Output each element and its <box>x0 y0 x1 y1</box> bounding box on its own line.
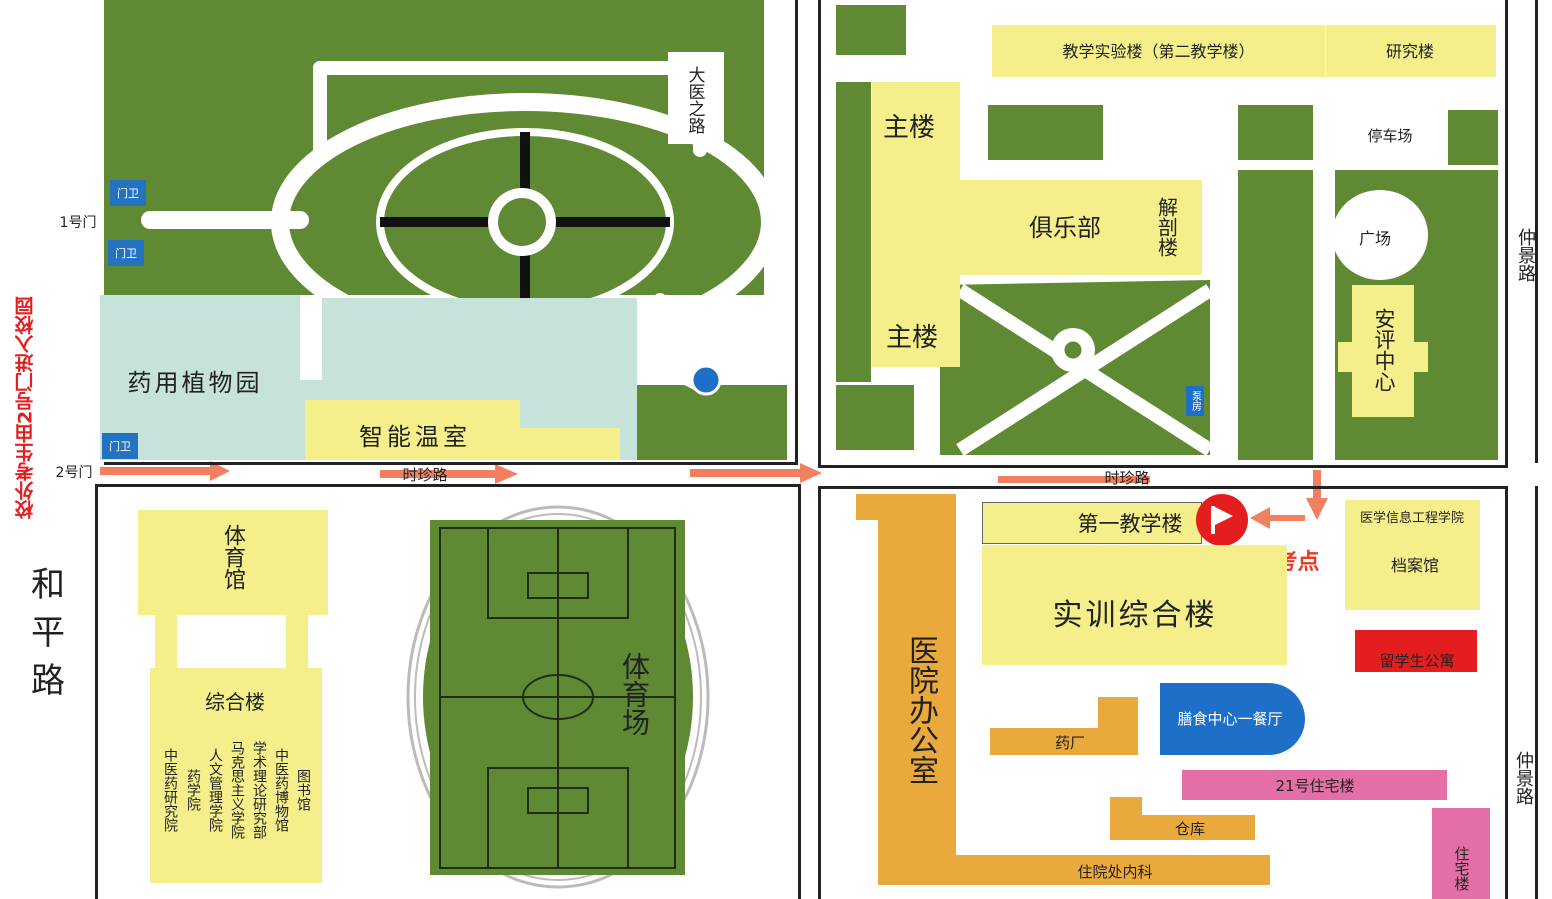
stadium-label: 体育场 <box>618 652 651 736</box>
archives-label: 档案馆 <box>1390 556 1439 575</box>
dayi-road-sign <box>668 52 724 144</box>
road-edge-right <box>1535 0 1538 463</box>
warehouse-wing <box>1110 797 1142 840</box>
inpatient-label: 住院处内科 <box>1077 862 1153 881</box>
dept-4: 马克思主义学院 <box>229 741 245 839</box>
complex-building <box>150 668 322 883</box>
med-info-building <box>1345 500 1480 610</box>
first-teaching-label: 第一教学楼 <box>1077 512 1183 536</box>
shizhen-road-label-1: 时珍路 <box>402 465 448 484</box>
gym-label: 体育馆 <box>220 524 245 590</box>
zhongjing-road-label-1: 仲景路 <box>1515 228 1536 282</box>
pharmacy-factory-wing <box>1098 697 1138 755</box>
guard-box-2: 门卫 <box>108 240 144 266</box>
training-complex-label: 实训综合楼 <box>1052 598 1218 633</box>
gym-building <box>138 510 328 615</box>
gym-link-right <box>286 615 308 675</box>
dept-3: 人文管理学院 <box>207 748 223 832</box>
sw-block-frame <box>95 484 801 899</box>
parking-label: 停车场 <box>1367 126 1413 145</box>
shizhen-road-label-2: 时珍路 <box>1104 468 1150 487</box>
residence-label: 住宅楼 <box>1452 845 1471 891</box>
zhongjing-road-label-2: 仲景路 <box>1513 751 1534 805</box>
entry-notice: 校外考生由2号门进入校园 <box>14 296 37 519</box>
main-building <box>872 82 960 367</box>
intl-dorm-label: 留学生公寓 <box>1379 651 1455 670</box>
exam-point-marker-icon[interactable] <box>1196 494 1248 546</box>
smart-greenhouse-ext <box>520 428 620 460</box>
gate-1-label: 1号门 <box>59 215 97 231</box>
residence-21-building <box>1182 770 1447 800</box>
residence-21-label: 21号住宅楼 <box>1275 776 1355 795</box>
training-complex-building <box>982 545 1287 665</box>
medicinal-garden-label: 药用植物园 <box>127 368 263 397</box>
club-label: 俱乐部 <box>1029 213 1101 242</box>
inpatient-building <box>955 855 1270 885</box>
pump-house: 泵房 <box>1186 386 1204 416</box>
dept-7: 图书馆 <box>295 769 311 811</box>
main-building-top-label: 主楼 <box>882 112 935 143</box>
hospital-office-top <box>856 494 956 520</box>
se-block-frame <box>818 486 1508 899</box>
safety-center-label: 安评中心 <box>1372 308 1396 392</box>
road-edge-right-south <box>1535 486 1538 899</box>
club-building <box>950 180 1202 275</box>
gate-2-label: 2号门 <box>55 465 93 481</box>
dept-5: 学术理论研究部 <box>251 741 267 839</box>
anatomy-label: 解剖楼 <box>1154 197 1179 257</box>
intl-dorm-building <box>1355 630 1477 672</box>
garden-annex-area <box>322 298 637 380</box>
main-building-bottom-label: 主楼 <box>885 322 938 353</box>
dept-1: 中医药研究院 <box>162 748 178 832</box>
gym-link-left <box>155 615 177 675</box>
guard-box-3: 门卫 <box>102 433 138 459</box>
canteen-label: 膳食中心一餐厅 <box>1177 709 1283 728</box>
canteen-building <box>1160 683 1305 755</box>
dayi-road-label: 大医之路 <box>684 66 705 134</box>
warehouse-label: 仓库 <box>1174 819 1205 838</box>
hospital-office-label: 医院办公室 <box>903 635 938 785</box>
heping-road-label: 和平路 <box>24 565 65 710</box>
smart-greenhouse-label: 智能温室 <box>359 422 471 451</box>
square-label: 广场 <box>1358 229 1391 248</box>
guard-box-1: 门卫 <box>110 180 146 206</box>
nw-block-frame <box>104 0 798 465</box>
ne-block-frame <box>818 0 1508 468</box>
research-label: 研究楼 <box>1385 42 1434 61</box>
residence-building <box>1432 808 1490 899</box>
hospital-office-building <box>878 510 956 885</box>
med-info-label: 医学信息工程学院 <box>1359 510 1464 526</box>
smart-greenhouse <box>305 400 520 460</box>
teaching-lab-label: 教学实验楼（第二教学楼） <box>1062 42 1255 61</box>
teaching-lab-building <box>992 25 1325 77</box>
dept-6: 中医药博物馆 <box>273 748 289 832</box>
medicinal-garden-area <box>100 295 300 460</box>
pharmacy-factory-label: 药厂 <box>1054 733 1085 752</box>
dept-2: 药学院 <box>185 769 201 811</box>
complex-label: 综合楼 <box>205 689 265 714</box>
research-building <box>1326 25 1496 77</box>
safety-center-wing <box>1338 342 1428 372</box>
first-teaching-building <box>982 502 1202 544</box>
